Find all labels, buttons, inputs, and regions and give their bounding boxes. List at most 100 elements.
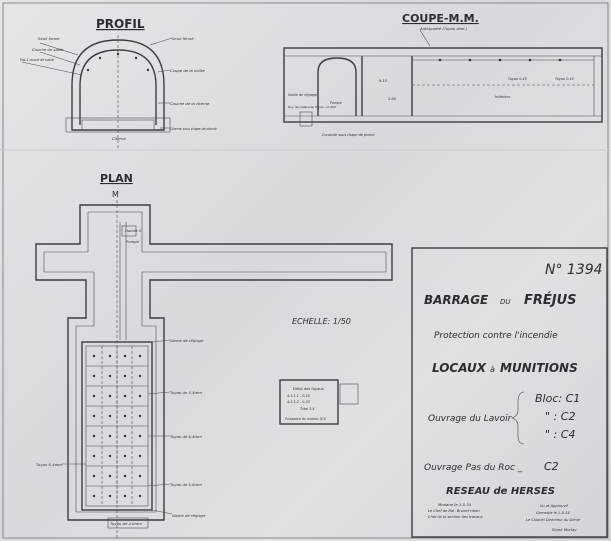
sig-right-1: Vu et Approuvé bbox=[540, 504, 569, 508]
plan-view: PLAN M bbox=[35, 172, 393, 538]
bloc-brace bbox=[511, 391, 525, 445]
plan-valve-box bbox=[107, 517, 149, 529]
coupe-arch bbox=[317, 57, 357, 116]
coupe-label-bottom: Conduite sous chape de plomb bbox=[322, 133, 375, 137]
plan-label-right-4: Tuyau de 5.8mm bbox=[170, 482, 202, 487]
legend-line-4: Total 3.4 bbox=[300, 407, 315, 411]
plan-label-left-2: Pompe bbox=[126, 239, 140, 244]
coupe-outer bbox=[283, 47, 603, 123]
plan-pipe-grid bbox=[86, 346, 148, 506]
coupe-nozzle bbox=[558, 58, 562, 62]
sig-left-3: Chef de la section des travaux bbox=[428, 515, 484, 519]
plan-label-bottom-2: Tuyau de 4.0mm bbox=[110, 521, 142, 526]
sig-right-2: Grenoble le 1-8-34 bbox=[536, 511, 570, 515]
legend-line-1: Débit des tuyaux bbox=[293, 387, 325, 391]
legend-frame bbox=[279, 379, 339, 425]
legend-line-5: Puissance du moteur 3CV bbox=[285, 417, 327, 421]
bloc-c1: Bloc: C1 bbox=[535, 392, 580, 405]
scale-label: ECHELLE: 1/50 bbox=[292, 317, 351, 326]
ouvrage-lavoir: Ouvrage du Lavoir bbox=[428, 414, 513, 424]
coupe-view: COUPE-M.M. Antiquarité (Tuyau alim.) Voû… bbox=[283, 12, 603, 137]
coupe-label-right-1: Tuyau 0.45 bbox=[508, 77, 527, 81]
leader-line bbox=[157, 69, 171, 73]
profil-label-right-2: Coupe de la voûte bbox=[170, 68, 205, 73]
profil-cistern bbox=[81, 119, 155, 131]
title-block: N° 1394 BARRAGE DU FRÉJUS Protection con… bbox=[411, 247, 608, 538]
coupe-label-right-2: Tuyau 0.45 bbox=[555, 77, 574, 81]
profil-nozzle bbox=[116, 52, 120, 56]
coupe-nozzle bbox=[468, 58, 472, 62]
sig-left-2: Le Chef de Bat. Brunet Henri bbox=[428, 509, 480, 513]
coupe-nozzle bbox=[438, 58, 442, 62]
plan-pump bbox=[121, 225, 137, 237]
profil-label-left-3: Pas 1 pouce de sable bbox=[20, 58, 54, 62]
plan-label-left-3: Tuyau 6.4mm bbox=[36, 462, 62, 467]
profil-nozzle bbox=[134, 56, 138, 60]
legend-line-2: 4.1.1.1 - 0.25 bbox=[287, 394, 310, 398]
profil-label-left-1: Seuil forme bbox=[38, 36, 60, 41]
title-locaux: LOCAUX bbox=[432, 361, 487, 375]
plan-title: PLAN bbox=[100, 172, 133, 185]
ouvrage-pas-du-roc: Ouvrage Pas du Roc _ bbox=[424, 463, 523, 473]
title-a: à bbox=[490, 365, 495, 374]
profil-label-left-2: Couche de sable bbox=[32, 47, 64, 52]
profil-label-right-4: Citerne sous chape de plomb bbox=[170, 127, 217, 131]
sig-right-3: Le Colonel Directeur du Génie bbox=[526, 518, 581, 522]
coupe-title: COUPE-M.M. bbox=[402, 12, 479, 25]
title-frejus: FRÉJUS bbox=[524, 292, 577, 308]
title-munitions: MUNITIONS bbox=[500, 361, 578, 375]
plan-label-right-2: Tuyau de 5.4mm bbox=[170, 390, 202, 395]
plan-munitions-room bbox=[81, 341, 153, 511]
profil-title: PROFIL bbox=[96, 17, 145, 31]
leader-line bbox=[149, 37, 173, 46]
coupe-nozzle bbox=[528, 58, 532, 62]
leader-line bbox=[151, 509, 173, 515]
coupe-pump-box bbox=[299, 111, 313, 127]
plan-outline bbox=[35, 204, 393, 521]
profil-base bbox=[65, 117, 171, 133]
legend-line-3: 4.2.1.2 - 0.33 bbox=[287, 400, 310, 404]
legend-stamp bbox=[339, 383, 359, 405]
leader-line bbox=[147, 391, 171, 395]
plan-label-right-3: Tuyau de 6.4mm bbox=[170, 434, 202, 439]
leader-line bbox=[21, 61, 83, 76]
profil-label-right-1: Seuil fermé bbox=[172, 36, 194, 41]
profil-inner-vault bbox=[79, 49, 157, 125]
drawing-number: N° 1394 bbox=[545, 262, 603, 278]
leader-line bbox=[419, 29, 431, 47]
plan-label-left-1: Hublot 5 bbox=[125, 228, 142, 233]
leader-line bbox=[147, 483, 171, 487]
section-marker: M bbox=[112, 190, 119, 199]
plan-label-right-1: Vanne de réglage bbox=[170, 338, 204, 343]
plan-sprinkler-heads bbox=[92, 354, 142, 498]
bloc-c4: " : C4 bbox=[545, 428, 575, 441]
leader-line bbox=[39, 51, 81, 66]
title-du: DU bbox=[500, 298, 511, 306]
title-barrage: BARRAGE bbox=[424, 293, 489, 307]
profil-label-bottom: Citerne bbox=[112, 136, 126, 141]
coupe-label-left-2: Pompe bbox=[330, 101, 342, 105]
title-reseau: RESEAU de HERSES bbox=[446, 486, 555, 497]
profil-outer-wall bbox=[71, 39, 165, 131]
leader-line bbox=[151, 339, 171, 343]
profil-nozzle bbox=[98, 56, 102, 60]
title-block-frame bbox=[411, 247, 608, 538]
coupe-dim-3: Intérieur bbox=[495, 95, 511, 99]
coupe-label-top: Antiquarité (Tuyau alim.) bbox=[419, 26, 468, 31]
title-protection: Protection contre l'incendie bbox=[434, 331, 558, 341]
sig-right-4: Signé Morlay bbox=[552, 527, 577, 532]
bloc-c2: " : C2 bbox=[545, 410, 575, 423]
coupe-dim-2: 9.15 bbox=[379, 79, 388, 83]
profil-nozzle bbox=[86, 68, 90, 72]
sig-left-1: Modane le 1-5-34 bbox=[438, 502, 472, 507]
pipe-legend: Débit des tuyaux 4.1.1.1 - 0.25 4.2.1.2 … bbox=[279, 379, 359, 425]
profil-view: PROFIL Seuil forme Couche de sable Pas 1… bbox=[20, 17, 217, 148]
ouvrage-pas-du-roc-bloc: C2 bbox=[544, 460, 559, 473]
leader-line bbox=[39, 42, 79, 56]
coupe-dim-1: 2.60 bbox=[388, 97, 397, 101]
plan-inner-outline bbox=[43, 211, 387, 513]
plan-label-bottom-1: Vanne de réglage bbox=[172, 513, 206, 518]
coupe-label-left-3: Ruy de cadencee Tuyau +0.000 bbox=[288, 105, 336, 109]
